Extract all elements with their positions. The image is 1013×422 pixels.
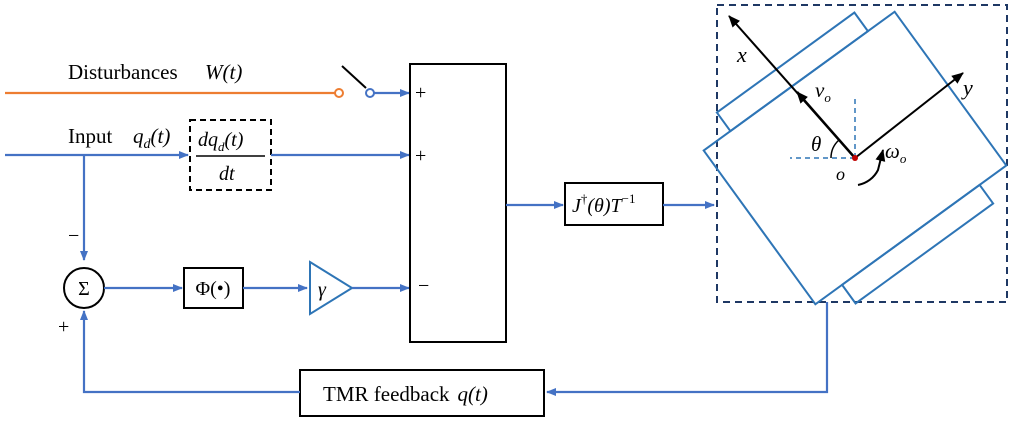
derivative-denominator: dt: [219, 163, 235, 185]
angle-arc: [830, 139, 840, 159]
origin-label: o: [836, 164, 845, 184]
gain-block: γ: [309, 260, 410, 316]
input-branch: Input qd(t) −: [5, 124, 189, 261]
jacobian-block: J†(θ)T−1: [564, 182, 715, 226]
jacobian-label: J†(θ)T−1: [572, 191, 636, 217]
derivative-in-sign: +: [415, 145, 426, 167]
phi-block: Φ(•): [183, 267, 308, 309]
velocity-label: vo: [815, 78, 831, 105]
y-axis-arrow: [854, 72, 964, 159]
robot-frame: x y vo θ o ωo: [702, 4, 1008, 306]
phi-label: Φ(•): [196, 278, 231, 300]
disturbance-in-sign: +: [415, 82, 426, 104]
switch-contact-right: [365, 88, 375, 98]
sum-top-sign: −: [68, 225, 79, 247]
summing-junction: Σ +: [58, 267, 183, 338]
robot-wheel-right: [715, 11, 870, 133]
jacobian-box: [564, 182, 664, 226]
omega-arrow: [857, 149, 886, 186]
y-axis-label: y: [961, 75, 973, 100]
gain-in-sign: −: [418, 275, 429, 297]
disturbances-var: W(t): [205, 60, 242, 84]
origin-dot: [852, 155, 858, 161]
robot-body: [702, 10, 1008, 306]
derivative-block: dqd(t) dt: [189, 119, 410, 191]
input-label: Input: [68, 124, 112, 148]
feedback-to-sum-wire: [80, 310, 300, 394]
switch-contact-left: [334, 88, 344, 98]
summer-box: [409, 63, 507, 343]
velocity-arrow: [796, 91, 856, 159]
omega-label: ωo: [885, 139, 907, 166]
gain-label: γ: [318, 279, 327, 301]
input-var: qd(t): [133, 124, 170, 152]
robot-wheel-left: [840, 183, 995, 305]
robot-to-feedback-wire: [546, 302, 829, 396]
derivative-box: [189, 119, 272, 191]
gain-triangle: [309, 260, 354, 316]
sum-symbol: Σ: [78, 278, 90, 300]
switch-lever: [341, 65, 367, 89]
disturbances-label: Disturbances: [68, 60, 178, 84]
robot-frame-border: [716, 4, 1008, 303]
feedback-box: [299, 369, 545, 417]
disturbance-branch: Disturbances W(t): [5, 60, 410, 98]
phi-box: [183, 267, 244, 309]
summer-block: + + −: [409, 63, 564, 343]
x-axis-label: x: [736, 42, 747, 67]
derivative-numerator: dqd(t): [198, 129, 244, 154]
sum-left-sign: +: [58, 316, 69, 338]
angle-label: θ: [811, 132, 821, 156]
